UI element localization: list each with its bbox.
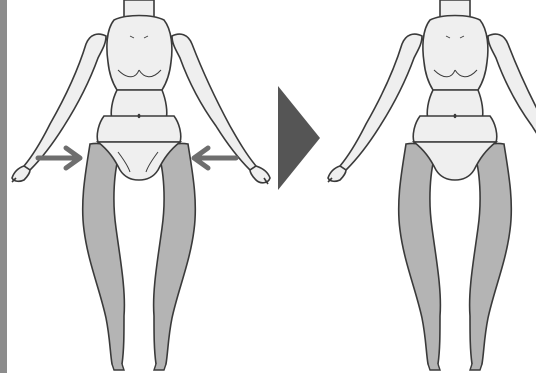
arrow-right-to-left-icon (194, 148, 236, 168)
after-doll-figure (328, 0, 536, 370)
right-triangle-icon (278, 86, 320, 190)
before-doll-figure (12, 0, 270, 370)
left-edge-bar (0, 0, 7, 373)
